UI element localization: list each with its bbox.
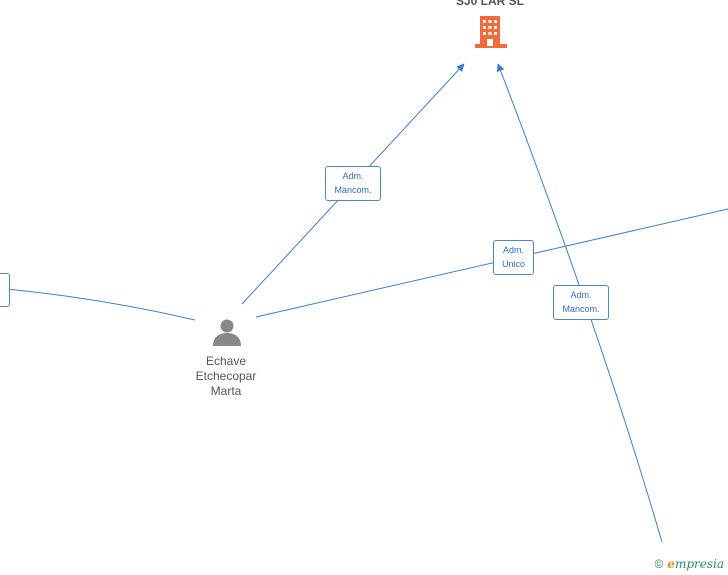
person-name[interactable]: Echave Etchecopar Marta (195, 354, 257, 398)
edge-label-adm-mancom-2[interactable]: Adm. Mancom. (553, 285, 609, 320)
building-icon[interactable] (475, 16, 507, 48)
footer: © empresia (654, 557, 724, 571)
edge-label-adm-unico[interactable]: Adm. Unico (493, 240, 534, 275)
offscreen-node-box[interactable] (0, 273, 10, 307)
edge-person-to-right (255, 208, 728, 318)
person-icon[interactable] (213, 319, 241, 347)
edge-label-adm-mancom-1[interactable]: Adm. Mancom. (325, 166, 381, 201)
copyright-symbol: © (654, 557, 664, 571)
edge-left-to-person (5, 288, 196, 321)
company-name[interactable]: SJ0 LAR SL (455, 0, 524, 8)
empresia-logo[interactable]: empresia (667, 557, 724, 571)
